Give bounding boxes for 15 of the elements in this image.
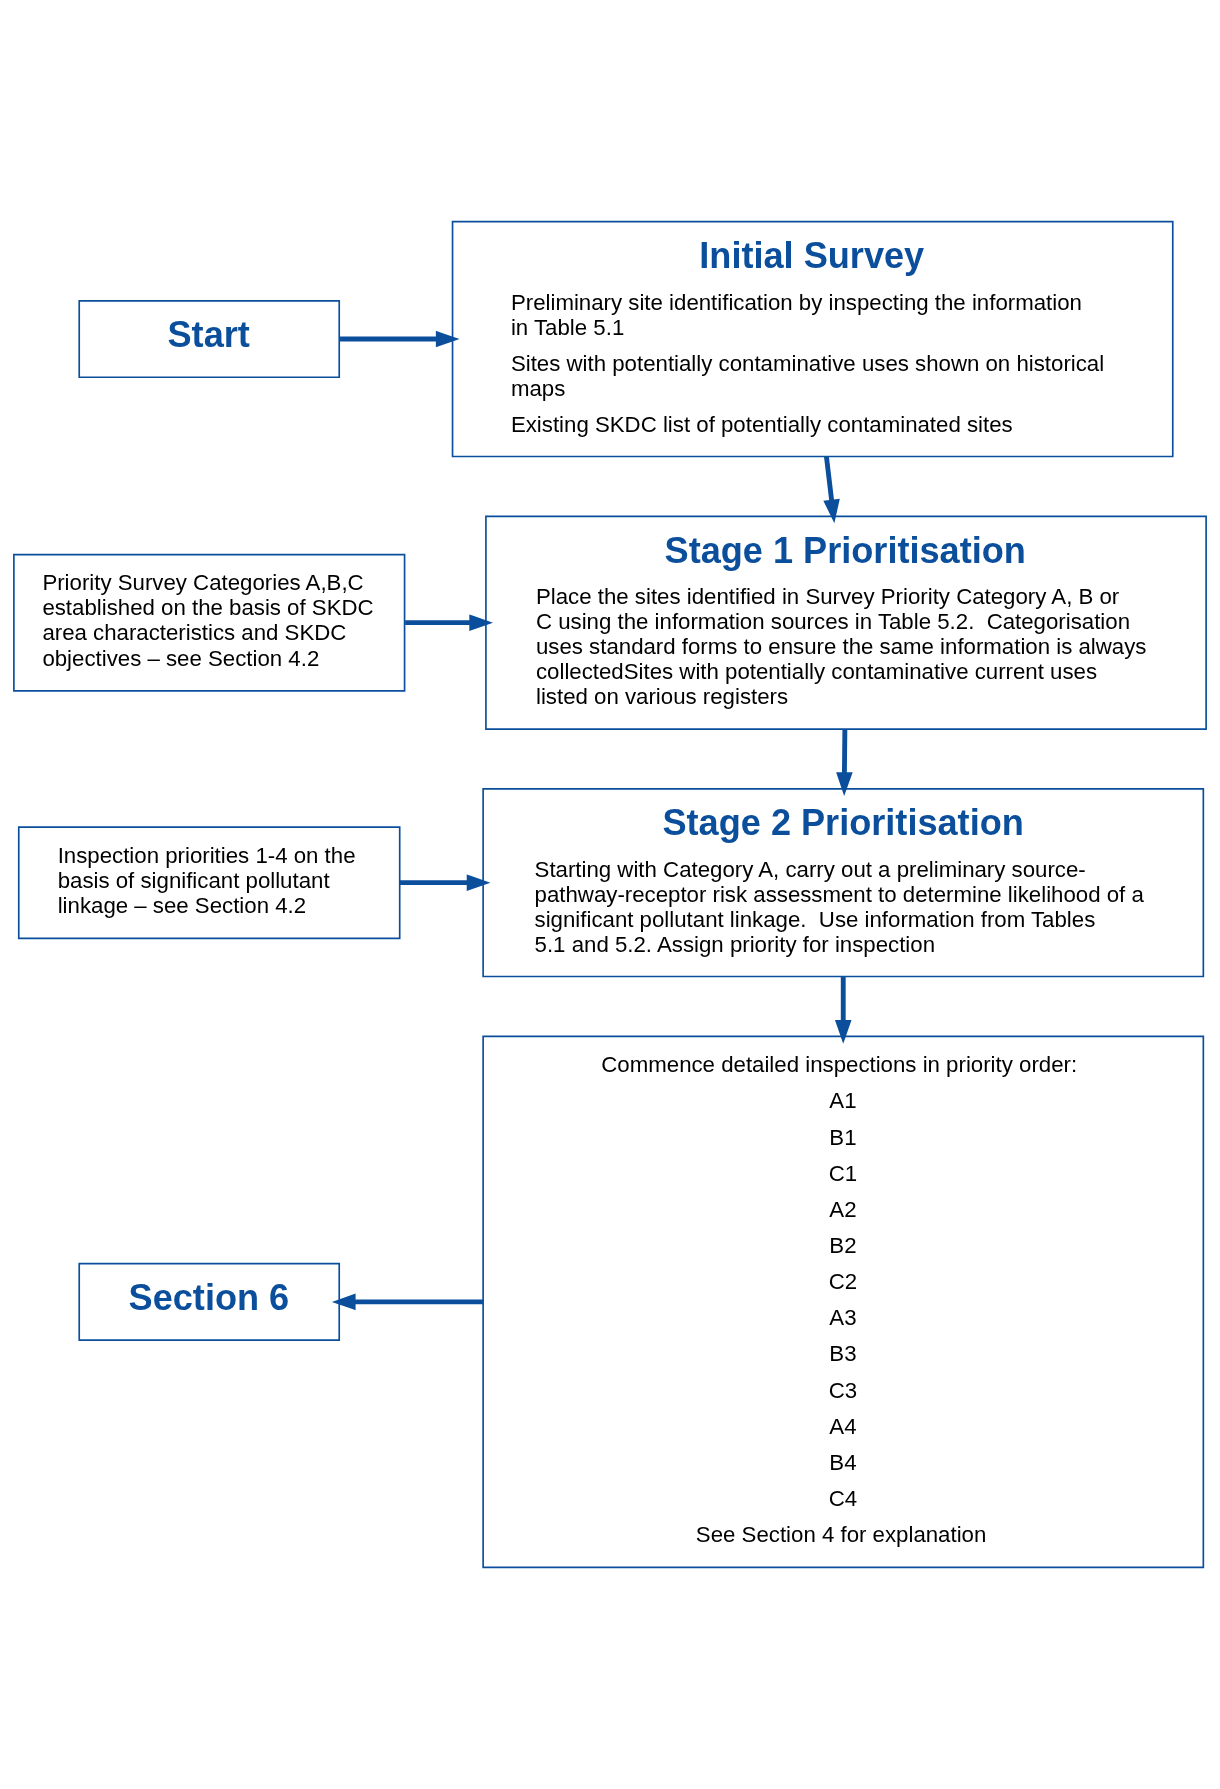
arrow: [405, 614, 493, 631]
node-box: Section 6: [78, 1262, 341, 1341]
node-box: Start: [78, 299, 341, 379]
arrow: [331, 1293, 483, 1311]
arrow: [399, 874, 491, 891]
arrow: [823, 456, 840, 524]
arrow: [834, 977, 852, 1044]
arrow: [339, 330, 460, 348]
node-box: Stage 1 Prioritisation Place the sites identified in Survey Priority Category A, B or C using the information sources in Table 5.2. Categorisation uses standard forms to ensure the same information is always collectedSites with potentially contaminative current uses listed on various registers: [485, 515, 1207, 730]
node-box: Inspection priorities 1-4 on the basis of significant pollutant linkage – see Section 4.2: [17, 826, 401, 940]
node-box: Commence detailed inspections in priority order: A1 B1 C1 A2 B2 C2 A3 B3 C3 A4 B4 C4 See Section 4 for explanation: [482, 1035, 1205, 1569]
arrow: [836, 729, 853, 796]
node-box: Stage 2 Prioritisation Starting with Category A, carry out a preliminary source-pathway-receptor risk assessment to determine likelihood of a significant pollutant linkage. Use information from Tables 5.1 and 5.2. Assign priority for inspection: [482, 788, 1205, 978]
node-box: Initial Survey Preliminary site identification by inspecting the information in Table 5.1 Sites with potentially contaminative uses shown on historical maps Existing SKDC list of potentially contaminated sites: [451, 220, 1174, 458]
node-box: Priority Survey Categories A,B,C established on the basis of SKDC area characteristics and SKDC objectives – see Section 4.2: [13, 553, 406, 692]
